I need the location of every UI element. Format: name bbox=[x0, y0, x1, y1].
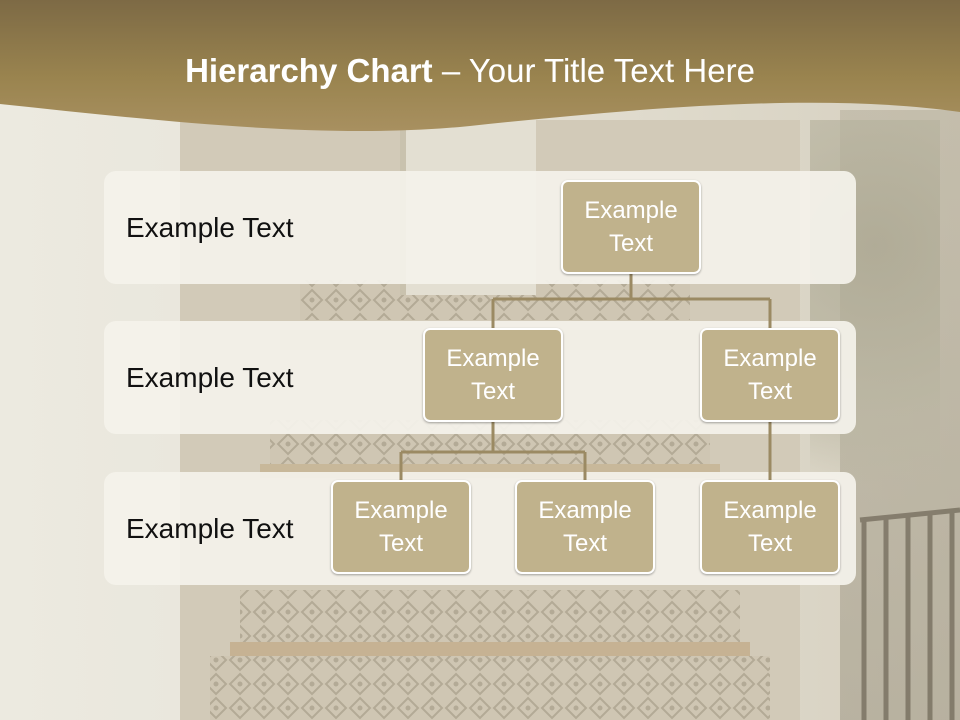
level-band-1: Example Text bbox=[104, 171, 856, 284]
background-railing bbox=[859, 507, 960, 720]
title-bold-part: Hierarchy Chart bbox=[185, 52, 433, 89]
page-title: Hierarchy Chart – Your Title Text Here bbox=[0, 52, 940, 90]
title-rest-part: – Your Title Text Here bbox=[432, 52, 755, 89]
node-level3-left[interactable]: Example Text bbox=[331, 480, 471, 574]
level-label-1: Example Text bbox=[126, 211, 294, 243]
node-level2-left[interactable]: Example Text bbox=[423, 328, 563, 422]
node-root[interactable]: Example Text bbox=[561, 180, 701, 274]
node-level2-right[interactable]: Example Text bbox=[700, 328, 840, 422]
level-label-3: Example Text bbox=[126, 512, 294, 544]
level-label-2: Example Text bbox=[126, 361, 294, 393]
header-banner bbox=[0, 0, 960, 131]
node-level3-middle[interactable]: Example Text bbox=[515, 480, 655, 574]
node-level3-right[interactable]: Example Text bbox=[700, 480, 840, 574]
